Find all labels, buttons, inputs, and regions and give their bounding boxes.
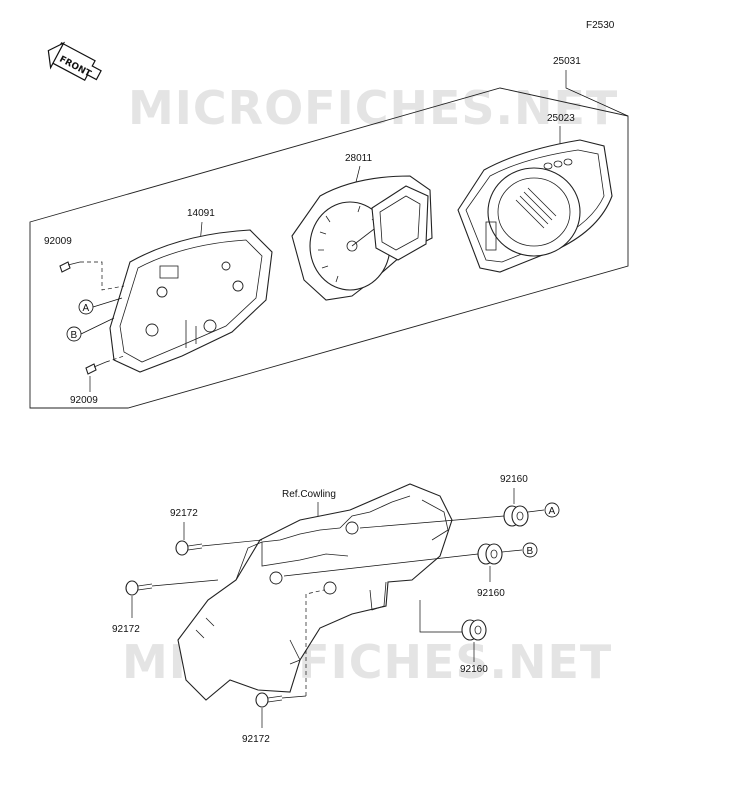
label-92160-c: 92160 bbox=[460, 664, 488, 675]
leader-grommet-a-line bbox=[359, 515, 505, 529]
label-14091: 14091 bbox=[187, 208, 215, 219]
ref-cowling-note: Ref.Cowling bbox=[282, 489, 336, 500]
meter-case-14091 bbox=[109, 229, 273, 373]
leader-92172-bottom-dash bbox=[305, 589, 325, 696]
leader-25031 bbox=[565, 70, 629, 117]
grommet-c bbox=[461, 619, 487, 641]
screw-icon bbox=[85, 361, 107, 375]
leader-92172-top-line bbox=[201, 539, 263, 547]
screw-icon bbox=[255, 692, 283, 708]
leader-b-left bbox=[80, 317, 115, 335]
leader-92172-mid-line bbox=[151, 579, 219, 587]
leader-92172-bottom-line bbox=[281, 695, 307, 699]
assembly-frame bbox=[29, 87, 629, 409]
callout-a-left-text: A bbox=[83, 303, 90, 314]
callout-b-right bbox=[522, 542, 538, 558]
label-92172-bottom: 92172 bbox=[242, 734, 270, 745]
grommet-b bbox=[477, 543, 503, 565]
grommet-a bbox=[503, 505, 529, 527]
leader-92009-bottom-dash bbox=[105, 355, 125, 363]
front-arrow-icon: FRONT bbox=[47, 41, 102, 81]
label-92172-mid: 92172 bbox=[112, 624, 140, 635]
callout-b-left-text: B bbox=[71, 330, 78, 341]
callout-a-right bbox=[544, 502, 560, 518]
meter-unit-28011 bbox=[291, 175, 433, 301]
meter-cover-25023 bbox=[457, 139, 613, 273]
leader-grommet-b-line bbox=[283, 553, 479, 577]
label-92160-a: 92160 bbox=[500, 474, 528, 485]
callout-b-right-text: B bbox=[527, 546, 534, 557]
label-92172-top: 92172 bbox=[170, 508, 198, 519]
figure-code: F2530 bbox=[586, 20, 615, 31]
cowling-stay-bracket bbox=[177, 483, 453, 701]
label-25031: 25031 bbox=[553, 56, 581, 67]
screw-icon bbox=[125, 580, 153, 596]
label-92160-b: 92160 bbox=[477, 588, 505, 599]
label-92009-top: 92009 bbox=[44, 236, 72, 247]
leader-92009-top bbox=[80, 261, 125, 291]
label-92009-bottom: 92009 bbox=[70, 395, 98, 406]
leader-grommet-c-line bbox=[419, 600, 462, 633]
leader-a-right bbox=[527, 509, 545, 513]
callout-a-right-text: A bbox=[549, 506, 556, 517]
watermark-top: MICROFICHES.NET bbox=[128, 81, 618, 135]
leader-b-right bbox=[501, 549, 523, 553]
screw-icon bbox=[175, 540, 203, 556]
screw-icon bbox=[59, 261, 81, 273]
label-28011: 28011 bbox=[345, 153, 373, 164]
label-25023: 25023 bbox=[547, 113, 575, 124]
leader-a-left bbox=[92, 297, 123, 308]
